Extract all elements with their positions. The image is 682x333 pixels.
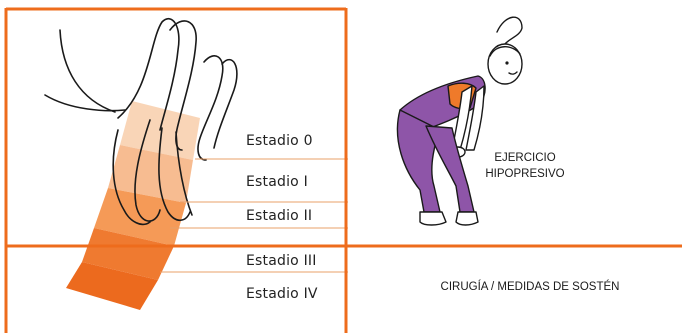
woman-exercise-figure: [397, 17, 522, 225]
stage-label-1: Estadio I: [246, 174, 308, 190]
exercise-caption: EJERCICIO HIPOPRESIVO: [470, 150, 580, 182]
stage-label-2: Estadio II: [246, 208, 312, 224]
exercise-caption-line2: HIPOPRESIVO: [470, 166, 580, 182]
stage-label-3: Estadio III: [246, 253, 317, 269]
stage-label-0: Estadio 0: [246, 133, 313, 149]
surgery-caption: CIRUGÍA / MEDIDAS DE SOSTÉN: [400, 279, 660, 295]
exercise-caption-line1: EJERCICIO: [470, 150, 580, 166]
stage-label-4: Estadio IV: [246, 286, 318, 302]
stage-bands: [66, 101, 200, 310]
